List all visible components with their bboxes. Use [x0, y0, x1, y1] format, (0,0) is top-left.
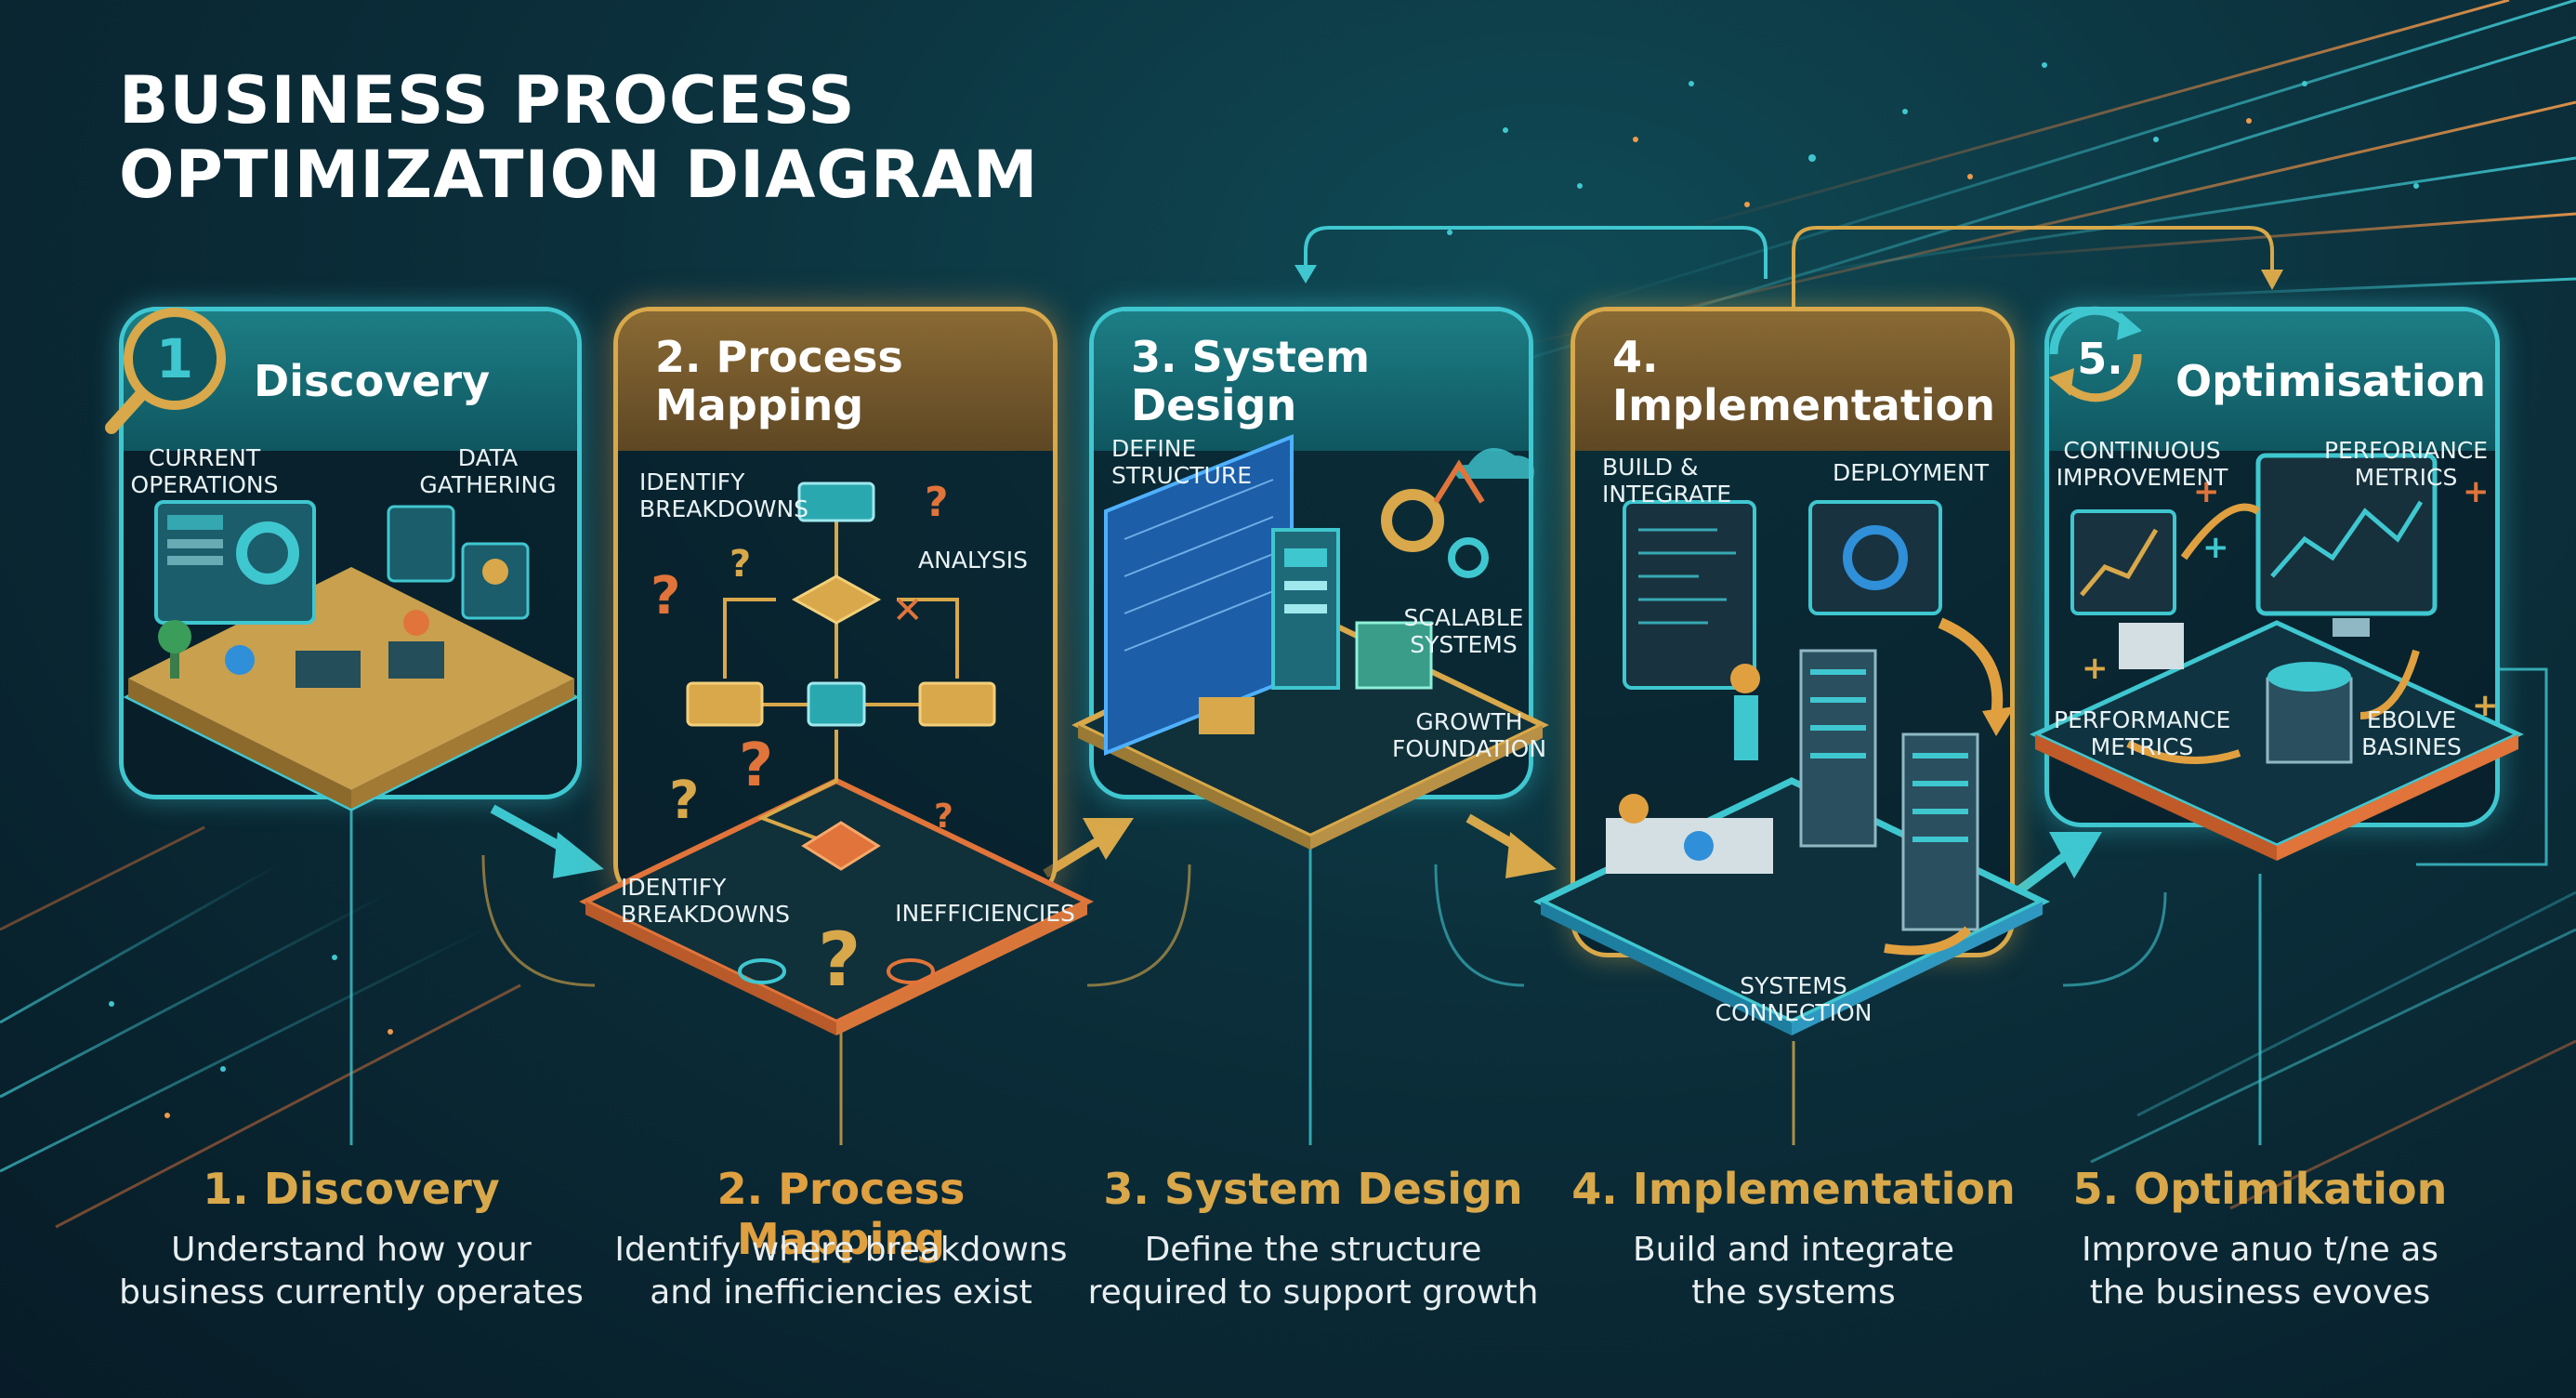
- step-description-discovery: Understand how your business currently o…: [119, 1231, 584, 1312]
- page-title: BUSINESS PROCESS OPTIMIZATION DIAGRAM: [119, 63, 1039, 212]
- callout-deployment: DEPLOYMENT: [1832, 459, 1990, 486]
- stage-badge: 5.: [2077, 334, 2123, 384]
- callout-inefficiencies: INEFFICIENCIES: [895, 900, 1075, 927]
- magnifier-icon: [105, 308, 226, 434]
- svg-text:?: ?: [669, 771, 699, 831]
- callout-identify-breakdowns-top: IDENTIFY BREAKDOWNS: [639, 468, 809, 522]
- stage-card-title: 2. Process Mapping: [655, 332, 903, 430]
- office-isometric-illustration: [123, 500, 580, 811]
- callout-data-gathering: DATA GATHERING: [419, 444, 557, 498]
- svg-text:?: ?: [925, 479, 949, 526]
- stage-badge: 1: [155, 327, 194, 390]
- refresh-cycle-icon: [2049, 306, 2142, 402]
- svg-text:+: +: [2472, 687, 2499, 724]
- step-description-process-mapping: Identify where breakdowns and inefficien…: [614, 1231, 1068, 1312]
- svg-text:+: +: [2202, 529, 2229, 566]
- svg-text:✕: ✕: [892, 589, 924, 632]
- callout-analysis: ANALYSIS: [918, 547, 1028, 574]
- callout-current-operations: CURRENT OPERATIONS: [130, 444, 279, 498]
- step-label-process-mapping: 2. Process Mapping: [716, 1164, 966, 1264]
- callout-performance-metrics: PERFORMANCE METRICS: [2054, 706, 2231, 760]
- callout-perforiance-metrics: PERFORIANCE METRICS: [2323, 437, 2489, 491]
- stage-card-title: 4. Implementation: [1612, 332, 1995, 430]
- page-title-line-2: OPTIMIZATION DIAGRAM: [119, 137, 1039, 213]
- callout-growth-foundation: GROWTH FOUNDATION: [1391, 708, 1547, 762]
- svg-text:?: ?: [729, 543, 751, 586]
- svg-text:?: ?: [651, 566, 680, 626]
- svg-text:?: ?: [934, 798, 953, 836]
- step-label-optimisation: 5. Optimikation: [2072, 1164, 2448, 1214]
- callout-identify-breakdowns-bottom: IDENTIFY BREAKDOWNS: [621, 874, 791, 928]
- step-label-implementation: 4. Implementation: [1571, 1164, 2016, 1214]
- svg-text:?: ?: [739, 732, 773, 800]
- svg-text:?: ?: [818, 917, 861, 1003]
- callout-scalable-systems: SCALABLE SYSTEMS: [1403, 604, 1524, 658]
- page-title-line-1: BUSINESS PROCESS: [119, 62, 856, 138]
- metrics-dashboard-illustration: + + + + +: [2030, 453, 2524, 861]
- step-description-optimisation: Improve anuo t/ne as the business evoves: [2081, 1231, 2439, 1312]
- stage-card-title: 3. System Design: [1131, 332, 1371, 430]
- step-description-implementation: Build and integrate the systems: [1632, 1231, 1955, 1312]
- step-label-discovery: 1. Discovery: [203, 1164, 500, 1214]
- callout-build-integrate: BUILD & INTEGRATE: [1602, 454, 1732, 508]
- step-description-system-design: Define the structure required to support…: [1087, 1231, 1539, 1312]
- server-icon: [1532, 500, 2051, 1035]
- blueprint-icon: [1071, 434, 1549, 850]
- flowchart-icon: ? ? ? ? ? ? ? ✕: [579, 479, 1094, 1035]
- svg-text:+: +: [2082, 650, 2109, 687]
- stage-card-title: Discovery: [254, 356, 491, 406]
- svg-text:+: +: [2463, 473, 2490, 510]
- svg-text:+: +: [2193, 473, 2220, 510]
- callout-define-structure: DEFINE STRUCTURE: [1111, 435, 1253, 489]
- callout-ebolve-basines: EBOLVE BASINES: [2361, 706, 2462, 760]
- callout-continuous-improvement: CONTINUOUS IMPROVEMENT: [2056, 437, 2228, 491]
- stage-card-title: Optimisation: [2175, 356, 2487, 406]
- callout-systems-connection: SYSTEMS CONNECTION: [1715, 972, 1873, 1026]
- step-label-system-design: 3. System Design: [1103, 1164, 1523, 1214]
